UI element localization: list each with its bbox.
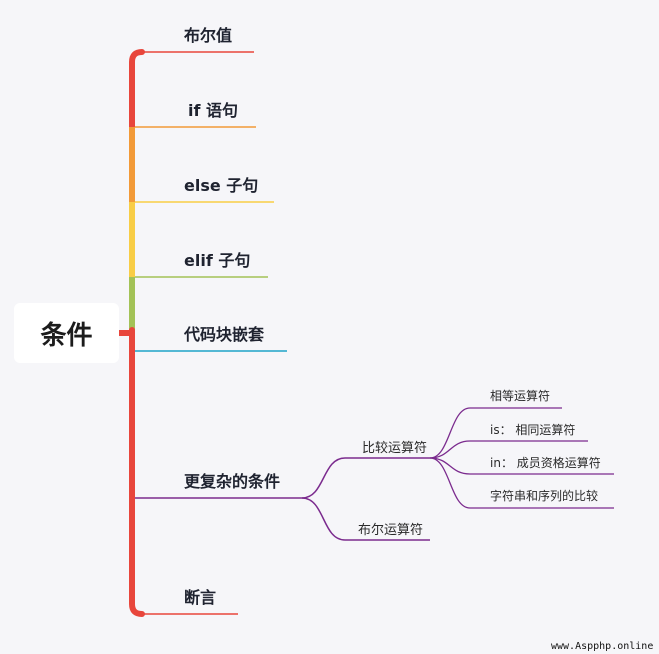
root-node[interactable]: 条件: [14, 303, 119, 363]
node-boolean[interactable]: 布尔值: [184, 26, 233, 45]
connector-compare: [301, 457, 430, 499]
connector-is: [429, 440, 588, 459]
node-assertion[interactable]: 断言: [184, 588, 217, 607]
watermark-text: www.Aspphp.online: [551, 641, 654, 652]
node-complex-conditions[interactable]: 更复杂的条件: [184, 472, 281, 491]
node-identity-operator[interactable]: is： 相同运算符: [490, 423, 576, 437]
node-nested-blocks[interactable]: 代码块嵌套: [184, 325, 265, 344]
node-else-clause[interactable]: else 子句: [184, 176, 259, 195]
node-equality-operator[interactable]: 相等运算符: [490, 389, 551, 403]
connector-eq: [429, 407, 562, 459]
trunk-segment-red-bottom: [129, 327, 145, 617]
connector-in: [429, 457, 614, 475]
node-membership-operator[interactable]: in： 成员资格运算符: [490, 456, 601, 470]
node-boolean-operators[interactable]: 布尔运算符: [358, 523, 424, 538]
node-comparison-operators[interactable]: 比较运算符: [362, 441, 428, 456]
node-if-statement[interactable]: if 语句: [188, 101, 239, 120]
connector-bool-ops: [301, 497, 430, 541]
trunk-segment-red-top: [129, 49, 145, 130]
connector-str: [429, 457, 614, 509]
node-string-sequence-comparison[interactable]: 字符串和序列的比较: [490, 489, 599, 503]
node-elif-clause[interactable]: elif 子句: [184, 251, 251, 270]
